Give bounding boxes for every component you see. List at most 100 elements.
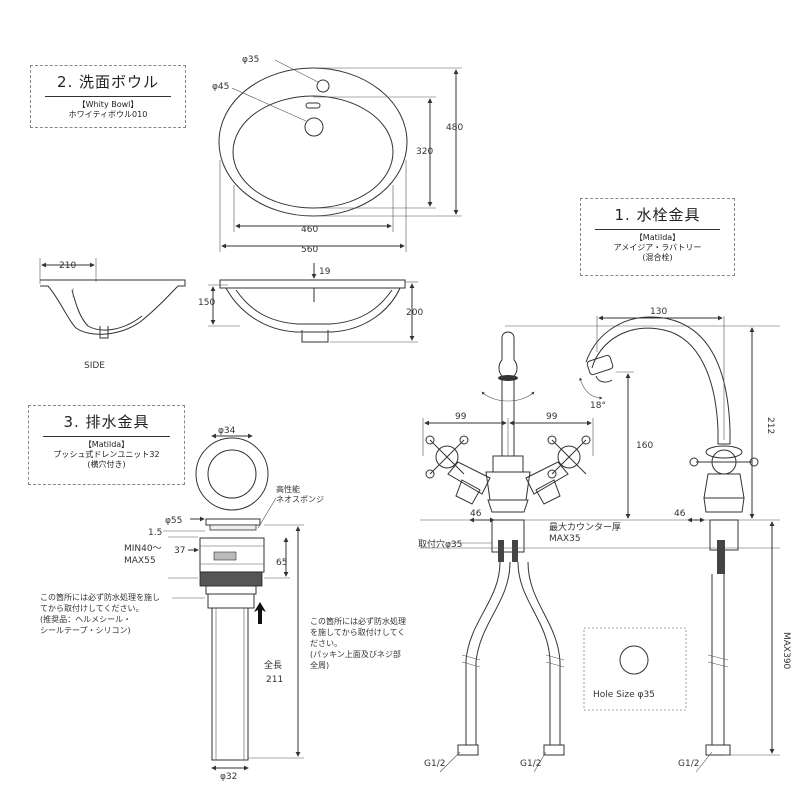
drain-right-note-3: ださい。 — [310, 639, 342, 648]
drain-flange — [205, 518, 261, 526]
dim-d34: φ34 — [218, 426, 236, 436]
bowl-side-view: 210 SIDE — [39, 258, 186, 371]
mounting-hole-label: 取付穴φ35 — [418, 538, 462, 550]
push-arrow-icon — [254, 602, 266, 624]
dim-d45: φ45 — [212, 82, 229, 92]
right-supply-hose — [517, 561, 561, 745]
drain-left-note-4: シールテープ・シリコン) — [40, 626, 131, 635]
dim-h480: 480 — [446, 123, 463, 133]
bowl-top-view: φ35 φ45 460 560 320 480 — [212, 55, 463, 255]
dim-18deg: 18° — [590, 401, 606, 411]
hole-size-circle — [619, 645, 649, 675]
drain-left-note-1: この箇所には必ず防水処理を施し — [40, 592, 160, 602]
bowl-title: 2. 洗面ボウル — [56, 73, 160, 91]
dim-h19: 19 — [319, 267, 331, 277]
g-half-2: G1/2 — [520, 759, 541, 769]
bowl-model: 【Whity Bowl】 — [77, 100, 139, 109]
front-right-arm — [525, 461, 569, 495]
bowl-rim-outline — [218, 67, 408, 217]
dim-d55: φ55 — [165, 516, 182, 526]
side-rim — [40, 279, 186, 287]
dim-side-210: 210 — [59, 261, 76, 271]
sponge-label-1: 高性能 — [276, 484, 300, 494]
drain-lock-nut — [199, 571, 263, 587]
front-drain-stub — [301, 330, 329, 343]
dim-w46-front: 46 — [470, 509, 482, 519]
dim-max55: MAX55 — [124, 556, 156, 566]
drain-pipe — [211, 607, 249, 761]
dim-h160: 160 — [636, 441, 653, 451]
dim-min40: MIN40～ — [124, 544, 162, 554]
side-supply-hose — [711, 574, 725, 745]
drain-title-box: 3. 排水金具 【Matilda】 プッシュ式ドレンユニット32 (横穴付き) — [28, 405, 185, 485]
dim-d32: φ32 — [220, 772, 237, 782]
drain-top-inner — [207, 449, 257, 499]
dim-w99-left: 99 — [455, 412, 467, 422]
drain-left-note-2: てから取付けしてください。 — [40, 603, 144, 613]
front-rim — [219, 279, 406, 289]
faucet-type: (混合栓) — [642, 253, 673, 262]
front-spout-body — [498, 331, 518, 457]
faucet-title-box: 1. 水栓金具 【Matilda】 アメイジア・ラバトリー (混合栓) — [580, 198, 735, 276]
drain-sponge — [209, 524, 257, 531]
dim-h320: 320 — [416, 147, 433, 157]
front-left-arm — [447, 461, 491, 495]
dim-t15: 1.5 — [148, 528, 162, 538]
dim-max390: MAX390 — [781, 632, 791, 670]
dim-d35: φ35 — [242, 55, 259, 65]
dim-total-2: 211 — [266, 675, 283, 685]
dim-w46-side: 46 — [674, 509, 686, 519]
tap-hole — [316, 79, 330, 93]
drain-title: 3. 排水金具 — [63, 413, 150, 431]
drain-type: (横穴付き) — [87, 460, 126, 469]
drain-product-name: プッシュ式ドレンユニット32 — [53, 450, 160, 459]
dim-h150: 150 — [198, 298, 215, 308]
g-half-3: G1/2 — [678, 759, 699, 769]
drain-top-outer — [195, 437, 269, 511]
faucet-front-view: 99 99 46 取付穴φ35 G1/2 G1/2 — [418, 325, 780, 773]
faucet-title-rule — [594, 229, 721, 230]
front-shank — [491, 519, 525, 553]
side-spout — [585, 316, 731, 445]
counter-label-2: MAX35 — [549, 534, 581, 544]
dim-h212: 212 — [765, 417, 775, 434]
faucet-side-view: 18° 130 160 212 46 最大カウンター厚 MAX35 — [420, 307, 791, 773]
left-supply-hose — [465, 561, 511, 745]
hole-size-label: Hole Size φ35 — [593, 690, 655, 700]
sponge-label-2: ネオスポンジ — [276, 495, 324, 504]
side-label: SIDE — [84, 361, 105, 371]
front-base-collar — [492, 455, 524, 473]
side-basin — [40, 285, 179, 335]
faucet-title: 1. 水栓金具 — [614, 206, 701, 224]
dim-total-1: 全長 — [264, 659, 282, 671]
faucet-model: 【Matilda】 — [634, 233, 681, 242]
bowl-title-box: 2. 洗面ボウル 【Whity Bowl】 ホワイティボウル010 — [30, 65, 186, 128]
counter-label-1: 最大カウンター厚 — [549, 521, 621, 533]
bowl-product-name: ホワイティボウル010 — [68, 110, 148, 119]
drain-title-rule — [42, 436, 171, 437]
dim-w560: 560 — [301, 245, 318, 255]
front-basin-outer — [225, 287, 401, 333]
overflow-slot — [305, 102, 321, 109]
dim-w460: 460 — [301, 225, 318, 235]
side-base-body — [703, 473, 745, 499]
drain-unit: φ34 φ55 1.5 高性能 ネオスポンジ MIN40～ MAX55 37 — [40, 426, 406, 782]
drain-right-note-5: 全周) — [310, 660, 329, 670]
drain-right-note-1: この箇所には必ず防水処理 — [310, 616, 406, 626]
bowl-basin-outline — [232, 95, 394, 209]
dim-h200: 200 — [406, 308, 423, 318]
dim-w130: 130 — [650, 307, 667, 317]
dim-37: 37 — [174, 546, 185, 556]
g-half-1: G1/2 — [424, 759, 445, 769]
dim-65: 65 — [276, 558, 287, 568]
drain-right-note-2: を施してから取付けしてく — [310, 627, 405, 637]
dim-w99-right: 99 — [546, 412, 558, 422]
bowl-front-section: 19 150 200 — [198, 263, 423, 343]
faucet-product-name: アメイジア・ラバトリー — [613, 243, 702, 252]
drain-left-note-3: (推奨品：ヘルメシール・ — [40, 614, 131, 624]
bowl-title-rule — [44, 96, 172, 97]
faucet-hole — [304, 117, 324, 137]
drain-right-note-4: (パッキン上面及びネジ部 — [310, 649, 401, 659]
